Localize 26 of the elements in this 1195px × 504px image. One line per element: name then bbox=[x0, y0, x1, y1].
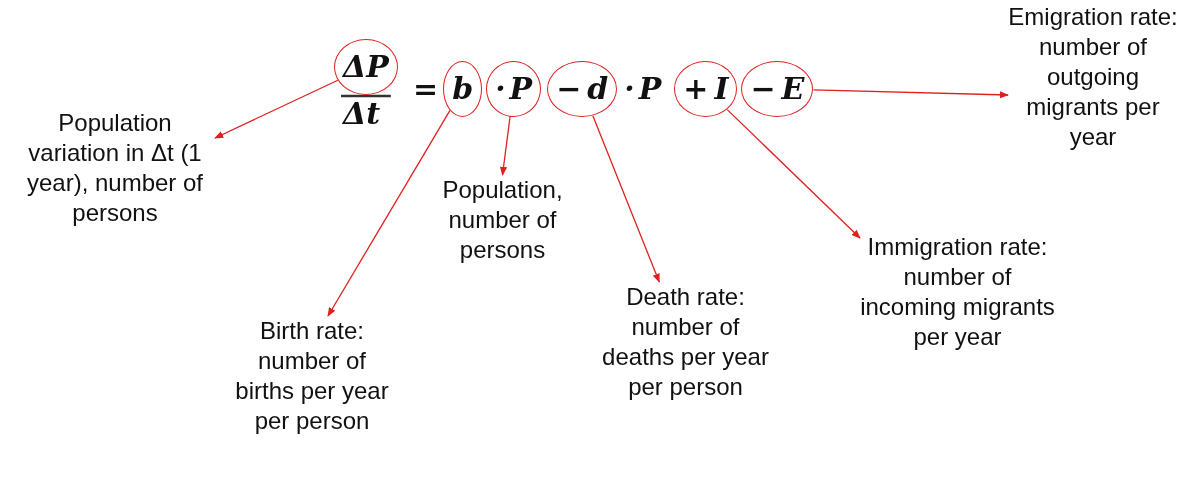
equation-symbol: d bbox=[587, 72, 609, 106]
equation-symbol: I bbox=[714, 72, 729, 106]
annotation-text: Emigration rate: number of outgoing migrants per year bbox=[1008, 2, 1178, 152]
annotation-text: Death rate: number of deaths per year per person bbox=[598, 282, 773, 402]
equation-symbol: Δt bbox=[343, 97, 381, 131]
equation-symbol: − bbox=[556, 72, 582, 106]
annotation-text: Population variation in Δt (1 year), number of persons bbox=[15, 108, 215, 228]
equation-symbol: − bbox=[750, 72, 776, 106]
equation-symbol: + bbox=[683, 72, 709, 106]
annotation-text: Population, number of persons bbox=[415, 175, 590, 265]
leader-line bbox=[327, 109, 451, 317]
equation-symbol: b bbox=[452, 72, 474, 106]
equation-symbol: P bbox=[509, 72, 533, 106]
equation-symbol: ΔP bbox=[343, 50, 389, 84]
annotation-text: Immigration rate: number of incoming migrants per year bbox=[860, 232, 1055, 352]
equation-symbol: = bbox=[413, 72, 439, 106]
leader-line bbox=[726, 109, 861, 239]
leader-line bbox=[214, 79, 339, 139]
leader-line bbox=[499, 116, 511, 176]
equation-symbol: E bbox=[781, 72, 805, 106]
equation-symbol: P bbox=[638, 72, 662, 106]
annotation-text: Birth rate: number of births per year per person bbox=[232, 316, 392, 436]
equation-symbol: · bbox=[624, 72, 635, 106]
leader-line bbox=[592, 115, 660, 283]
leader-line bbox=[812, 89, 1009, 99]
equation-symbol: · bbox=[495, 72, 506, 106]
